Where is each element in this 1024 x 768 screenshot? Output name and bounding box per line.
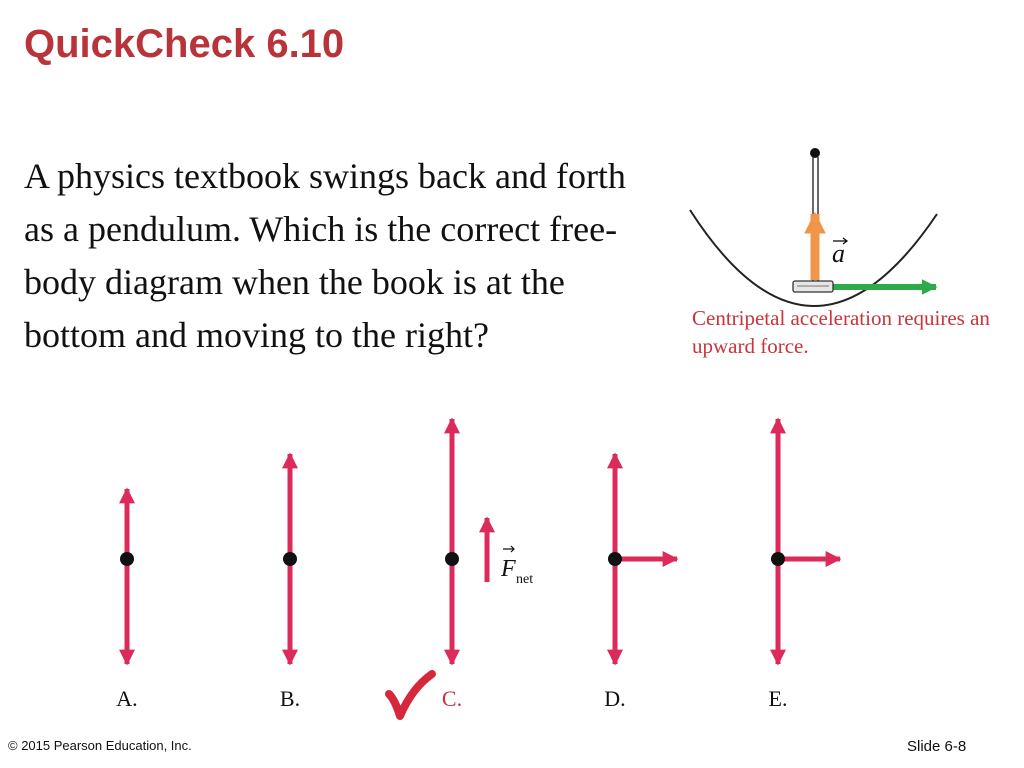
object-dot (608, 552, 622, 566)
option-e: E. (769, 417, 842, 711)
copyright-footer: © 2015 Pearson Education, Inc. (8, 738, 192, 753)
vector-arrow-icon (503, 545, 515, 553)
object-dot (120, 552, 134, 566)
option-label: A. (116, 686, 137, 711)
option-label: B. (280, 686, 300, 711)
option-a: A. (116, 487, 138, 711)
slide-number: Slide 6-8 (907, 738, 967, 755)
object-dot (771, 552, 785, 566)
acceleration-label: a (832, 239, 845, 268)
object-dot (445, 552, 459, 566)
pendulum-caption: Centripetal acceleration requires an upw… (692, 306, 990, 358)
pendulum-arc (689, 209, 938, 307)
checkmark-icon (385, 670, 436, 720)
pivot-point (810, 148, 820, 158)
question-text: A physics textbook swings back and forth… (24, 156, 626, 355)
option-d: D. (604, 452, 679, 711)
net-force-label: F (500, 556, 516, 582)
object-dot (283, 552, 297, 566)
option-b: B. (280, 452, 300, 711)
slide-title: QuickCheck 6.10 (24, 22, 345, 66)
net-force-subscript: net (516, 572, 533, 587)
option-label: D. (604, 686, 625, 711)
vector-arrow-icon (833, 237, 849, 245)
option-label: E. (769, 686, 788, 711)
option-label: C. (442, 686, 462, 711)
pendulum-figure: a (689, 148, 938, 307)
